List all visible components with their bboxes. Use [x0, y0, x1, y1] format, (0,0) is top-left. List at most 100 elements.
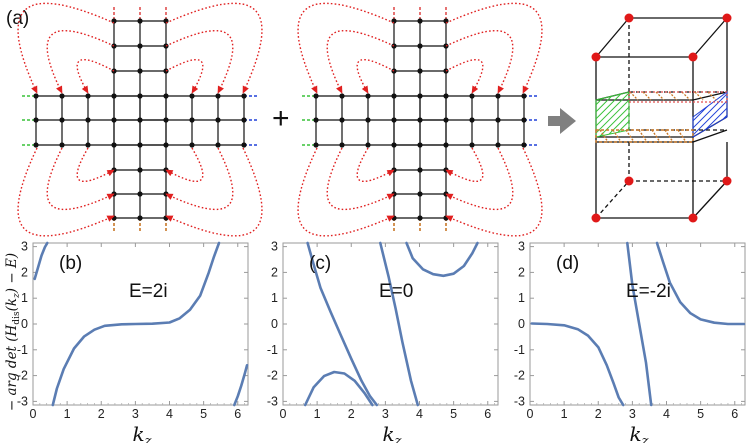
periodic-arrow [326, 147, 395, 211]
y-tick-label: 0 [271, 317, 278, 331]
cube-edge [692, 180, 728, 219]
panel-label: (c) [309, 253, 331, 274]
lattice-site [417, 117, 423, 123]
x-tick-label: 2 [348, 407, 355, 421]
lattice-site [59, 117, 65, 123]
x-tick-label: 3 [132, 407, 139, 421]
lattice-site [241, 93, 247, 99]
lattice-site [443, 117, 449, 123]
series-line [626, 241, 653, 407]
boundary-stripe-orange [625, 129, 635, 143]
series-line [379, 241, 420, 407]
lattice-site [111, 191, 117, 197]
lattice-site [313, 142, 319, 148]
y-tick-label: 1 [21, 291, 28, 305]
lattice-site [137, 93, 143, 99]
cube-diagram [591, 13, 732, 223]
lattice-site [339, 93, 345, 99]
lattice-site [391, 117, 397, 123]
lattice-site [85, 117, 91, 123]
periodic-arrow [17, 147, 115, 237]
lattice-site [189, 142, 195, 148]
corner-node [624, 176, 634, 186]
cube-hidden-edge [595, 180, 630, 219]
y-tick-label: -1 [267, 343, 278, 357]
lattice-site [365, 142, 371, 148]
boundary-stripe-orange [612, 129, 622, 143]
lattice-site [417, 18, 423, 24]
periodic-arrow [445, 147, 543, 237]
y-tick-label: 2 [518, 265, 525, 279]
lattice-site [163, 142, 169, 148]
lattice-site [85, 93, 91, 99]
series-line [33, 241, 49, 281]
lattice-site [33, 117, 39, 123]
lattice-site [137, 167, 143, 173]
lattice-site [189, 93, 195, 99]
y-tick-label: 0 [21, 317, 28, 331]
lattice-site [417, 93, 423, 99]
periodic-arrow [46, 147, 115, 211]
lattice-site [137, 43, 143, 49]
lattice-site [521, 117, 527, 123]
energy-annotation: E=0 [379, 281, 413, 302]
lattice-site [495, 117, 501, 123]
y-tick-label: -1 [514, 343, 525, 357]
lattice-site [59, 142, 65, 148]
lattice-site [521, 142, 527, 148]
lattice-site [443, 167, 449, 173]
lattice-site [443, 93, 449, 99]
cube-edge [692, 129, 728, 143]
periodic-arrow [445, 147, 484, 182]
panel-a-label: (a) [6, 8, 29, 29]
periodic-arrow [165, 147, 263, 237]
lattice-site [163, 167, 169, 173]
lattice-site [163, 191, 169, 197]
y-tick-label: -2 [267, 369, 278, 383]
lattice-site [339, 117, 345, 123]
y-tick-label: -1 [17, 343, 28, 357]
x-tick-label: 2 [98, 407, 105, 421]
x-tick-label: 6 [234, 407, 241, 421]
y-tick-label: -3 [514, 394, 525, 408]
x-tick-label: 6 [484, 407, 491, 421]
boundary-stripe-orange [707, 91, 717, 101]
lattice-site [443, 142, 449, 148]
periodic-arrow [46, 30, 115, 94]
energy-annotation: E=-2i [626, 281, 671, 302]
lattice-site [163, 117, 169, 123]
series-line [51, 241, 221, 407]
boundary-stripe-orange [629, 91, 639, 101]
periodic-arrow [356, 147, 395, 182]
corner-node [722, 176, 732, 186]
y-tick-label: 3 [518, 240, 525, 254]
lattice-site [417, 215, 423, 221]
boundary-stripe-orange [655, 91, 665, 101]
corner-node [624, 13, 634, 23]
lattice-site [85, 142, 91, 148]
periodic-arrow [356, 59, 395, 94]
boundary-stripe-orange [599, 129, 609, 143]
corner-node [591, 52, 601, 62]
periodic-arrow [297, 147, 395, 237]
boundary-stripe-orange [651, 129, 661, 143]
lattice-site [137, 117, 143, 123]
x-tick-label: 3 [629, 407, 636, 421]
series-line [306, 241, 379, 407]
lattice-left [17, 2, 263, 237]
y-tick-label: -2 [514, 369, 525, 383]
x-tick-label: 4 [166, 407, 173, 421]
lattice-site [417, 43, 423, 49]
lattice-site [241, 117, 247, 123]
lattice-site [417, 191, 423, 197]
x-tick-label: 0 [280, 407, 287, 421]
periodic-arrow [326, 30, 395, 94]
lattice-site [111, 167, 117, 173]
lattice-site [417, 68, 423, 74]
periodic-arrow [445, 147, 514, 211]
panel-a: (a) + [6, 2, 732, 237]
y-tick-label: 2 [21, 265, 28, 279]
y-tick-label: -3 [267, 394, 278, 408]
